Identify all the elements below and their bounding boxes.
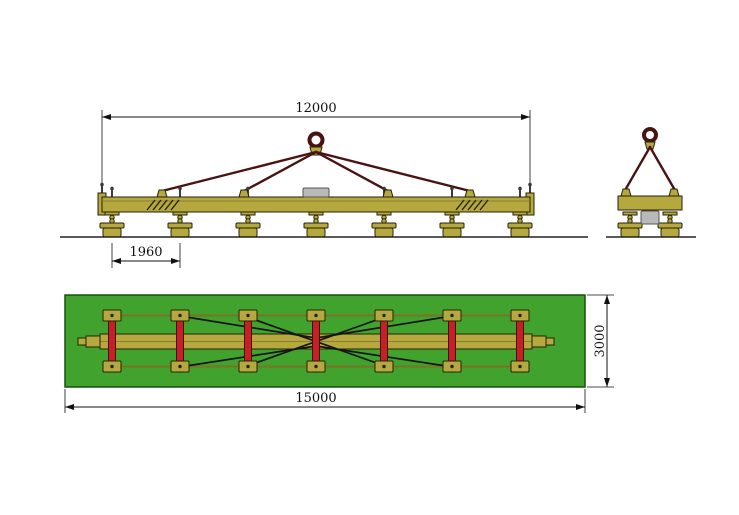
front-view: 12000 bbox=[60, 101, 588, 268]
arrow-up-icon bbox=[604, 295, 610, 304]
control-box bbox=[640, 210, 660, 225]
magnet-unit bbox=[657, 211, 683, 238]
hatch-left bbox=[146, 199, 180, 211]
beam-end-fitting bbox=[77, 337, 87, 346]
cable-lug bbox=[464, 189, 476, 198]
lifting-beam bbox=[97, 187, 535, 216]
beam-end-fitting bbox=[85, 335, 101, 348]
sling-cable bbox=[314, 150, 472, 193]
dimension-magnet-pitch-label: 1960 bbox=[129, 245, 162, 260]
dimension-magnet-pitch: 1960 bbox=[111, 243, 181, 268]
cable-lug bbox=[156, 189, 168, 198]
beam-end-fitting bbox=[545, 337, 555, 346]
bolt-icon bbox=[99, 181, 105, 194]
magnet-unit bbox=[167, 211, 193, 238]
bolt-icon bbox=[517, 185, 523, 198]
cable-lug bbox=[668, 188, 680, 197]
beam-end-fitting bbox=[531, 335, 547, 348]
cable-lug bbox=[620, 188, 632, 197]
bolt-icon bbox=[177, 185, 183, 198]
arrow-right-icon bbox=[576, 404, 585, 410]
sling-cable bbox=[314, 150, 390, 193]
cable-lug bbox=[382, 189, 394, 198]
sling-cable bbox=[242, 150, 318, 193]
side-view bbox=[606, 127, 696, 238]
beam-cross-section bbox=[617, 195, 683, 211]
arrow-right-icon bbox=[521, 114, 530, 120]
magnet-unit bbox=[507, 211, 533, 238]
magnet-unit bbox=[99, 211, 125, 238]
dimension-plate-width-label: 3000 bbox=[593, 324, 608, 357]
sling-cable bbox=[648, 145, 678, 194]
plan-view: 3000 15000 bbox=[64, 294, 614, 413]
dimension-beam-span: 12000 bbox=[101, 101, 531, 193]
arrow-right-icon bbox=[171, 258, 180, 264]
cable-lug bbox=[238, 189, 250, 198]
ring-bracket bbox=[644, 141, 656, 150]
dimension-plate-width: 3000 bbox=[587, 294, 614, 388]
sling-cable bbox=[622, 145, 652, 194]
lifting-ring-icon bbox=[642, 127, 658, 143]
dimension-plate-length: 15000 bbox=[64, 389, 586, 413]
bolt-icon bbox=[449, 185, 455, 198]
front-magnets bbox=[99, 211, 533, 238]
bolt-icon bbox=[527, 181, 533, 194]
control-box bbox=[302, 187, 330, 198]
sling-rigging bbox=[160, 131, 472, 193]
bolt-icon bbox=[109, 185, 115, 198]
arrow-left-icon bbox=[65, 404, 74, 410]
dimension-beam-span-label: 12000 bbox=[295, 101, 336, 116]
magnet-unit bbox=[303, 211, 329, 238]
arrow-left-icon bbox=[112, 258, 121, 264]
dimension-plate-length-label: 15000 bbox=[295, 391, 336, 406]
sling-cable bbox=[160, 150, 318, 193]
hatch-right bbox=[455, 199, 489, 211]
arrow-left-icon bbox=[102, 114, 111, 120]
arrow-down-icon bbox=[604, 378, 610, 387]
magnet-unit bbox=[235, 211, 261, 238]
magnet-unit bbox=[439, 211, 465, 238]
magnet-unit bbox=[617, 211, 643, 238]
lifting-ring-icon bbox=[307, 131, 325, 149]
magnet-unit bbox=[371, 211, 397, 238]
